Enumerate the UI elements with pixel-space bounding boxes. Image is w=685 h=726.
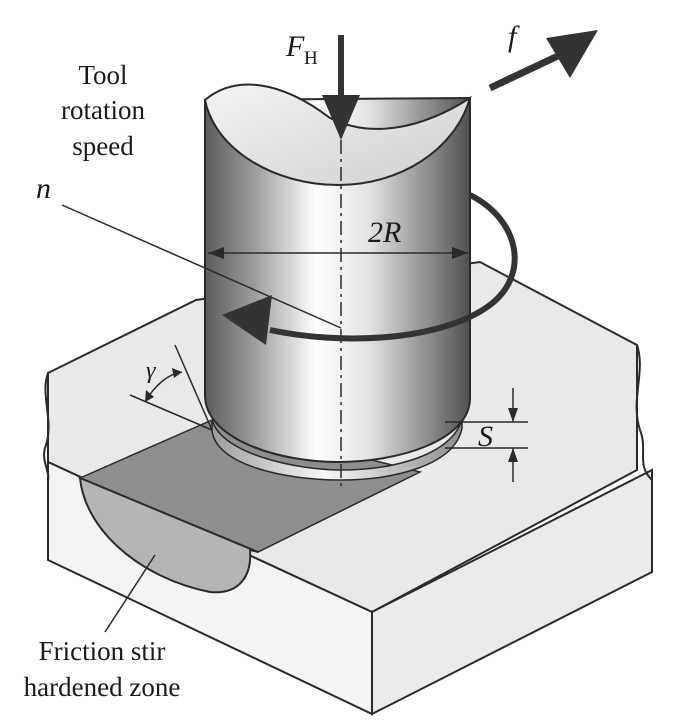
- rotation-arrow: [222, 192, 518, 345]
- tool-speed-label-line1: Tool: [78, 60, 127, 90]
- zone-label-line2: hardened zone: [24, 672, 181, 702]
- feed-arrow: [488, 30, 598, 92]
- diameter-label: 2R: [368, 216, 401, 249]
- block-break-left: [43, 372, 50, 481]
- force-arrow: [322, 35, 360, 140]
- tool: [203, 83, 472, 490]
- force-label-subscript: H: [304, 48, 318, 69]
- gamma-label: γ: [146, 358, 156, 384]
- diameter-dimension: [208, 247, 468, 259]
- n-label: n: [36, 172, 51, 205]
- tool-body: [204, 96, 471, 464]
- gamma-angle: [129, 344, 213, 431]
- force-label: F: [285, 30, 305, 63]
- zone-label-line1: Friction stir: [39, 636, 166, 666]
- tool-shoulder: [211, 419, 463, 481]
- block-right-face: [371, 468, 653, 716]
- tool-speed-label-line2: rotation: [61, 95, 145, 125]
- depth-dimension: [445, 388, 528, 482]
- block-break-right: [635, 344, 653, 481]
- tool-top-face: [203, 83, 472, 187]
- n-leader-line: [61, 204, 342, 329]
- tool-speed-label-line3: speed: [72, 131, 134, 161]
- depth-label: S: [478, 420, 493, 453]
- zone-leader-line: [104, 554, 156, 633]
- hardened-zone: [78, 476, 259, 594]
- feed-label: f: [508, 20, 520, 53]
